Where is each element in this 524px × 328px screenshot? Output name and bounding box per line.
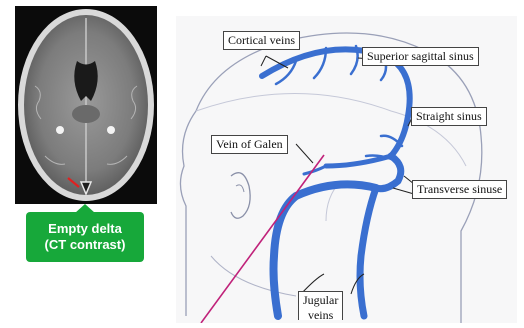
ct-scan-image [15, 6, 157, 204]
label-transverse-sinuses: Transverse sinuse [412, 180, 507, 199]
badge-line-2: (CT contrast) [26, 237, 144, 253]
label-vein-of-galen: Vein of Galen [211, 135, 288, 154]
badge-line-1: Empty delta [26, 221, 144, 237]
label-straight-sinus: Straight sinus [411, 107, 487, 126]
label-jugular-line-1: Jugular [303, 293, 338, 308]
label-jugular-line-2: veins [303, 308, 338, 320]
label-jugular-veins: Jugular veins [298, 291, 343, 320]
ct-brain-svg [15, 6, 157, 204]
label-superior-sagittal-sinus: Superior sagittal sinus [362, 47, 479, 66]
badge-text: Empty delta (CT contrast) [26, 212, 144, 262]
label-cortical-veins: Cortical veins [223, 31, 300, 50]
empty-delta-badge: Empty delta (CT contrast) [26, 204, 144, 262]
venous-anatomy-illustration: Cortical veins Superior sagittal sinus S… [176, 16, 517, 323]
